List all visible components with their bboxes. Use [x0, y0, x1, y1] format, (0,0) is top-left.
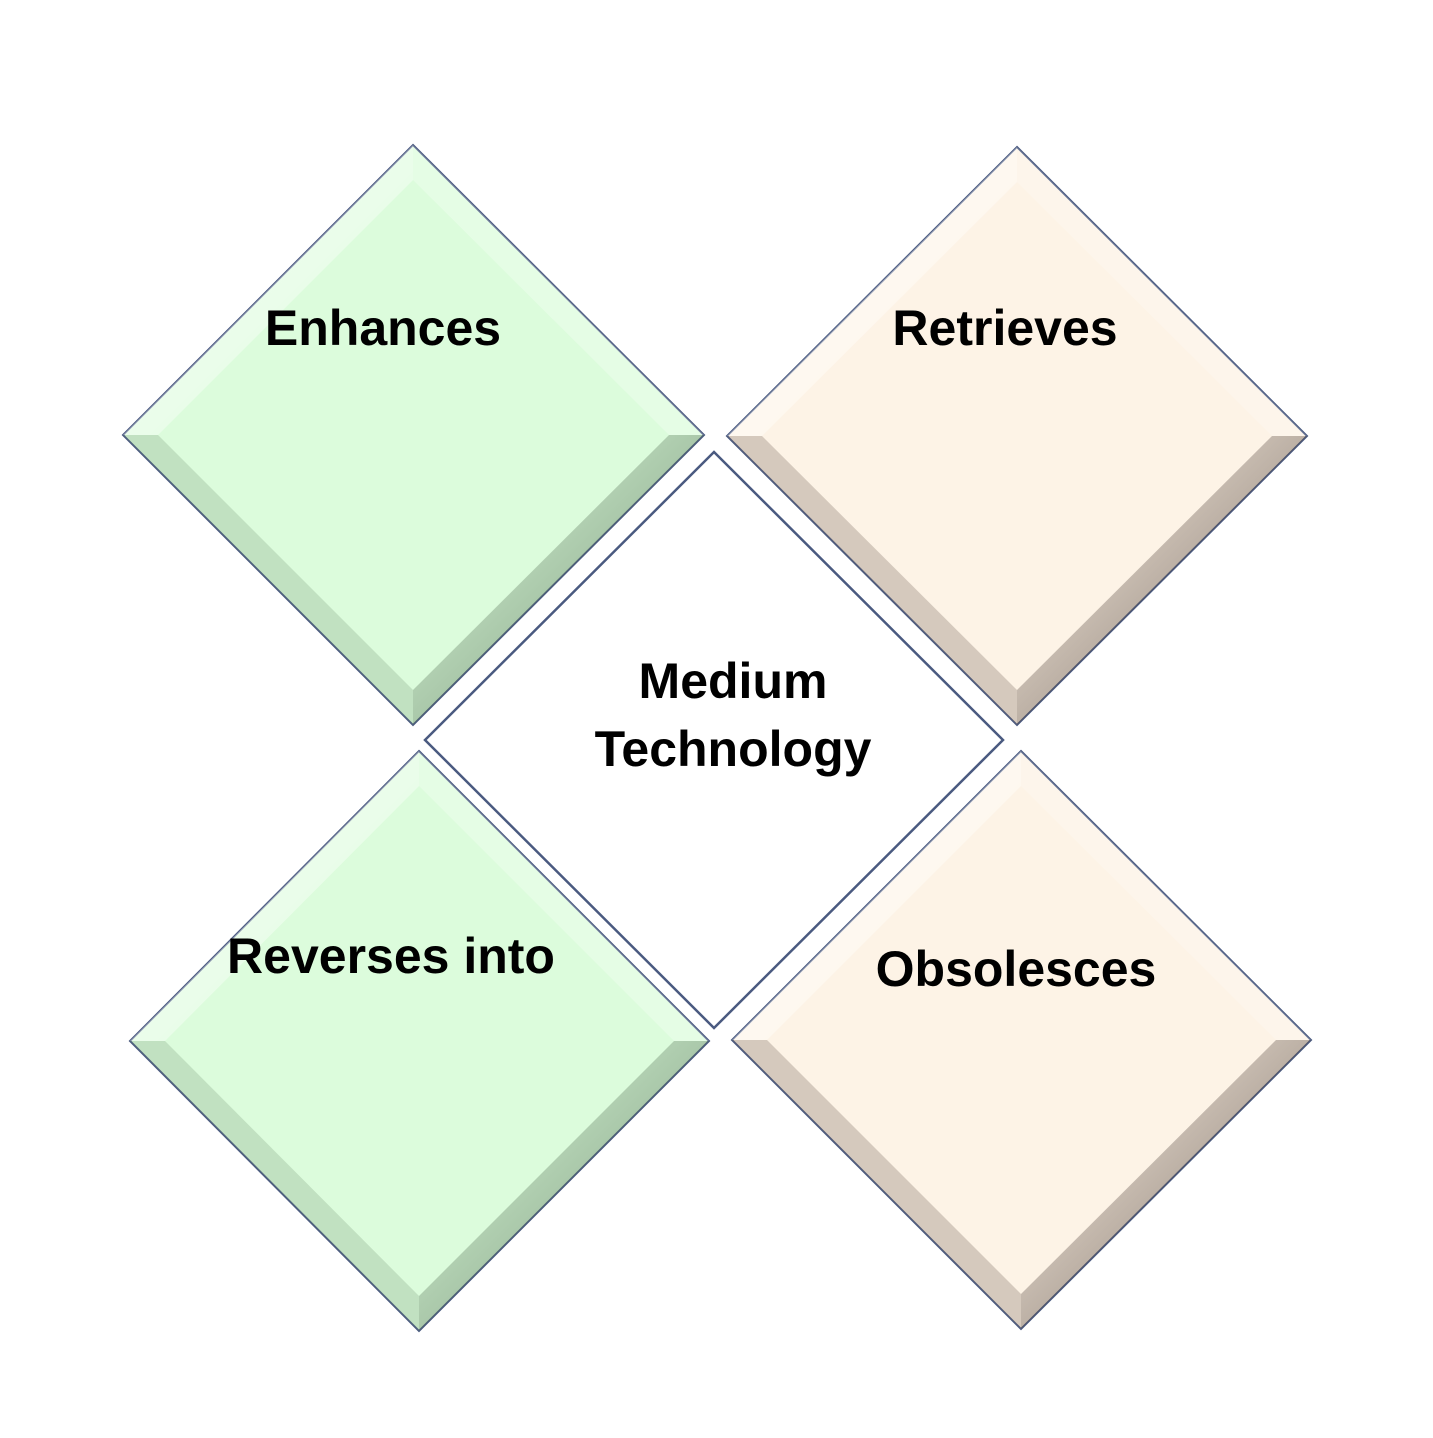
enhances-label: Enhances [265, 300, 501, 356]
reverses-into-bevel-light-2 [419, 751, 709, 1041]
quadrant-obsolesces: Obsolesces [730, 749, 1313, 1331]
quadrant-enhances: Enhances [121, 143, 706, 727]
retrieves-bevel-light-2 [1017, 147, 1307, 436]
reverses-into-bevel-dark [419, 1041, 709, 1331]
obsolesces-bevel-light-2 [1021, 751, 1311, 1040]
retrieves-label: Retrieves [892, 300, 1117, 356]
enhances-bevel-dark [413, 435, 704, 725]
retrieves-bevel-dark [1017, 436, 1307, 725]
enhances-bevel-light [123, 145, 413, 435]
quadrant-retrieves: Retrieves [725, 145, 1309, 727]
obsolesces-bevel-dark [1021, 1040, 1311, 1329]
center-diamond: Medium Technology [423, 450, 1005, 1030]
reverses-into-label: Reverses into [227, 928, 555, 984]
enhances-bevel-light-2 [413, 145, 704, 435]
reverses-into-bevel-dark-2 [130, 1041, 419, 1331]
center-diamond-shape [423, 450, 1005, 1030]
obsolesces-label: Obsolesces [876, 941, 1157, 997]
center-label-line1: Medium [639, 653, 828, 709]
retrieves-bevel-dark-2 [727, 436, 1017, 725]
obsolesces-bevel-dark-2 [732, 1040, 1021, 1329]
obsolesces-bevel-light [732, 751, 1021, 1040]
center-label-line2: Technology [595, 721, 872, 777]
retrieves-bevel-light [727, 147, 1017, 436]
enhances-bevel-dark-2 [123, 435, 413, 725]
reverses-into-bevel-light [130, 751, 419, 1041]
quadrant-reverses-into: Reverses into [128, 749, 711, 1333]
